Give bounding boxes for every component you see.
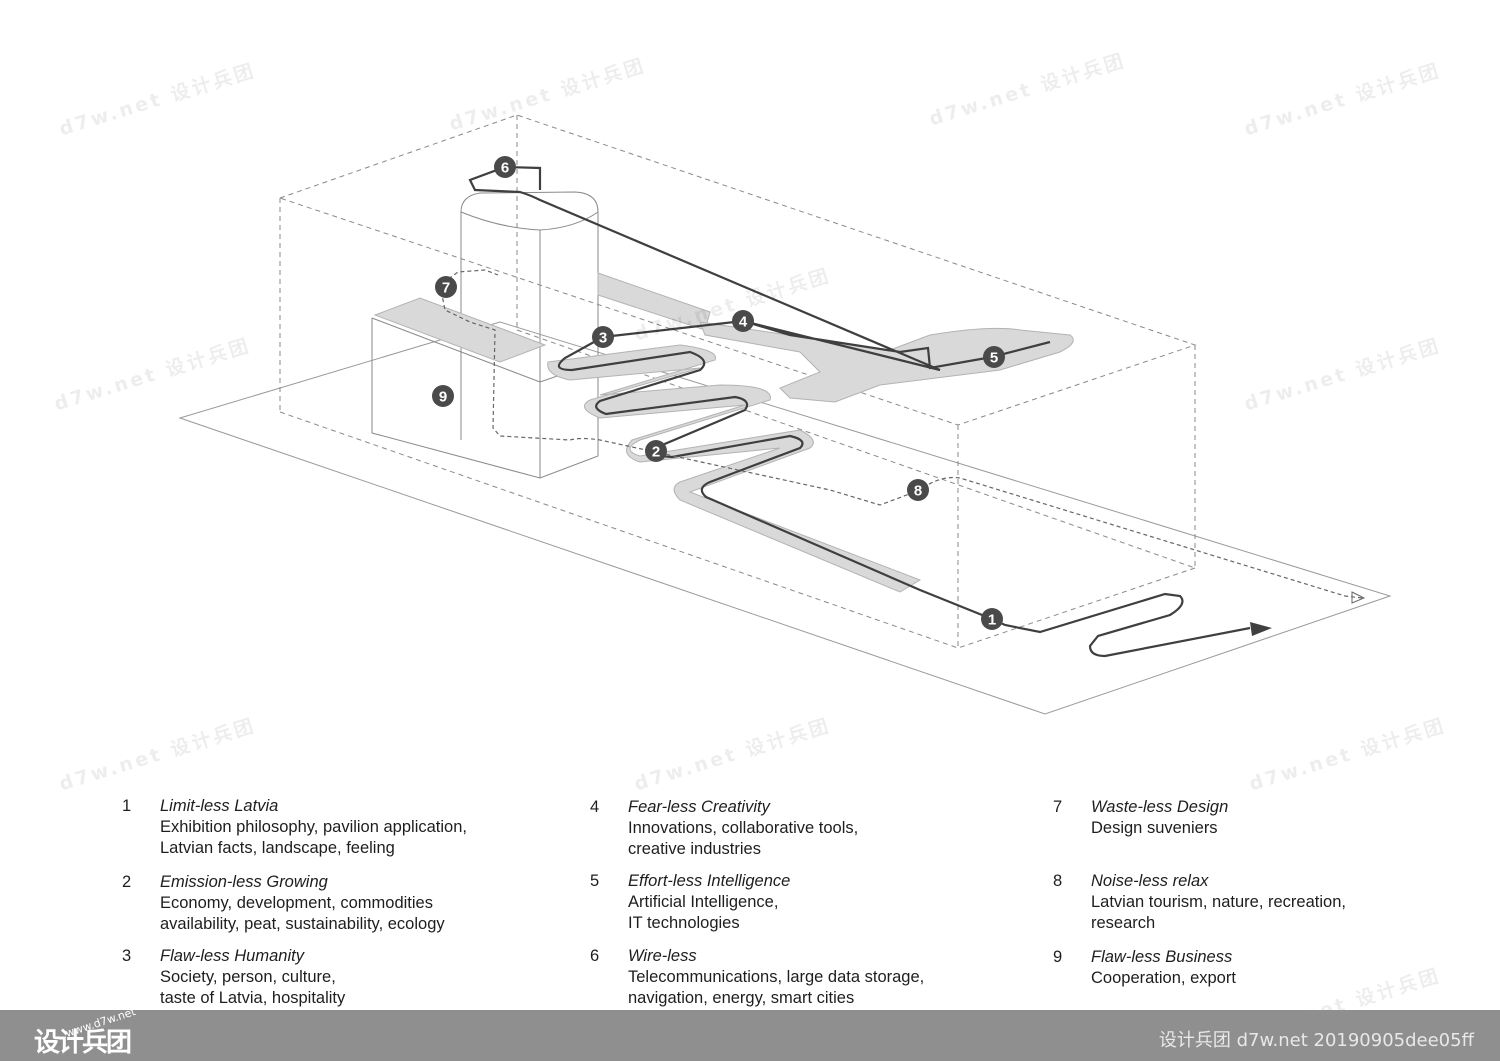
legend-title: Wire-less (628, 947, 697, 965)
legend-item-1: 1 Limit-less Latvia Exhibition philosoph… (122, 796, 560, 859)
legend-item-3: 3 Flaw-less Humanity Society, person, cu… (122, 946, 560, 1009)
legend-number: 3 (122, 947, 132, 965)
station-marker-9: 9 (432, 385, 454, 407)
legend-description: Innovations, collaborative tools, creati… (628, 819, 859, 858)
legend-number: 8 (1053, 872, 1063, 890)
svg-text:5: 5 (990, 350, 998, 367)
legend-description: Design suveniers (1091, 819, 1218, 837)
ground-plane (178, 321, 1392, 715)
legend-title: Waste-less Design (1091, 798, 1229, 816)
legend-item-4: 4 Fear-less Creativity Innovations, coll… (590, 797, 1028, 860)
route-end-arrow (1250, 622, 1272, 636)
pavilion-axonometric-diagram: 1 2 3 4 5 6 7 8 9 (178, 114, 1392, 715)
legend-item-6: 6 Wire-less Telecommunications, large da… (590, 946, 1028, 1009)
footer-logo: www.d7w.net 设计兵团 (34, 1005, 137, 1058)
svg-text:2: 2 (652, 444, 660, 461)
station-marker-4: 4 (732, 310, 754, 332)
svg-text:1: 1 (988, 612, 996, 629)
legend-item-7: 7 Waste-less Design Design suveniers (1053, 797, 1491, 839)
svg-text:8: 8 (914, 483, 922, 500)
visitor-route-dashed (439, 269, 1363, 599)
legend-title: Effort-less Intelligence (628, 872, 791, 890)
svg-text:3: 3 (599, 330, 607, 347)
legend-description: Artificial Intelligence, IT technologies (628, 893, 779, 932)
footer-bar: www.d7w.net 设计兵团 设计兵团 d7w.net 20190905de… (0, 1005, 1500, 1061)
legend-description: Society, person, culture, taste of Latvi… (160, 968, 346, 1007)
station-marker-3: 3 (592, 326, 614, 348)
station-marker-2: 2 (645, 440, 667, 462)
legend-number: 6 (590, 947, 600, 965)
svg-text:4: 4 (739, 314, 748, 331)
station-marker-1: 1 (981, 608, 1003, 630)
exhibition-ramps (373, 272, 1074, 593)
legend-item-8: 8 Noise-less relax Latvian tourism, natu… (1053, 871, 1491, 934)
footer-logo-text: 设计兵团 (34, 1028, 132, 1058)
legend-title: Limit-less Latvia (160, 797, 279, 815)
legend-item-5: 5 Effort-less Intelligence Artificial In… (590, 871, 1028, 934)
legend-number: 1 (122, 797, 132, 815)
legend-description: Telecommunications, large data storage, … (628, 968, 925, 1007)
legend-description: Exhibition philosophy, pavilion applicat… (160, 818, 467, 857)
legend-title: Flaw-less Humanity (160, 947, 304, 965)
station-marker-7: 7 (435, 276, 457, 298)
dashed-arrow (1351, 591, 1366, 604)
legend-item-2: 2 Emission-less Growing Economy, develop… (122, 872, 560, 935)
legend-title: Emission-less Growing (160, 873, 328, 891)
svg-text:9: 9 (439, 389, 447, 406)
legend-title: Fear-less Creativity (628, 798, 770, 816)
legend-number: 4 (590, 798, 600, 816)
station-marker-8: 8 (907, 479, 929, 501)
station-marker-5: 5 (983, 346, 1005, 368)
pavilion-volume-dashed (279, 114, 1197, 649)
station-marker-6: 6 (494, 156, 516, 178)
legend-title: Noise-less relax (1091, 872, 1209, 890)
legend-number: 7 (1053, 798, 1063, 816)
svg-text:6: 6 (501, 160, 509, 177)
legend-number: 5 (590, 872, 600, 890)
legend-description: Latvian tourism, nature, recreation, res… (1091, 893, 1346, 932)
legend-number: 9 (1053, 948, 1063, 966)
footer-watermark-text: 设计兵团 d7w.net 20190905dee05ff (1158, 1030, 1474, 1051)
svg-text:7: 7 (442, 280, 450, 297)
legend-number: 2 (122, 873, 132, 891)
legend-description: Economy, development, commodities availa… (160, 894, 445, 933)
station-markers: 1 2 3 4 5 6 7 8 9 (432, 156, 1005, 630)
